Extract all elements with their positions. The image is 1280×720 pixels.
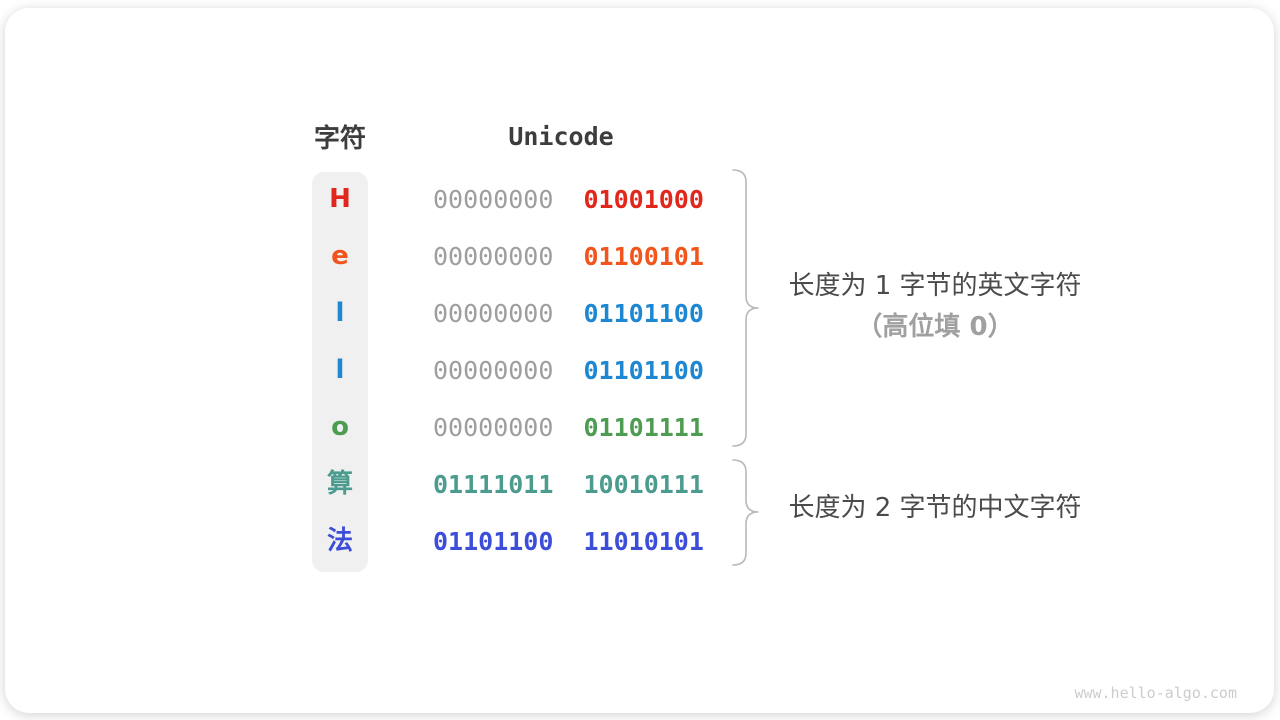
unicode-binary: 01101100 11010101 bbox=[433, 527, 704, 556]
table-row: H 00000000 01001000 bbox=[312, 171, 704, 228]
unicode-binary: 00000000 01101100 bbox=[433, 356, 704, 385]
unicode-binary: 00000000 01001000 bbox=[433, 185, 704, 214]
high-byte: 00000000 bbox=[433, 299, 554, 328]
encoding-table: H 00000000 01001000 e 00000000 01100101 … bbox=[312, 171, 704, 570]
character-cell: H bbox=[329, 184, 351, 214]
character-cell: l bbox=[335, 298, 345, 328]
high-byte: 00000000 bbox=[433, 242, 554, 271]
table-row: o 00000000 01101111 bbox=[312, 399, 704, 456]
low-byte: 01001000 bbox=[583, 185, 704, 214]
column-header-char: 字符 bbox=[313, 124, 366, 154]
diagram-card: 字符 Unicode H 00000000 01001000 e 0000000… bbox=[5, 8, 1274, 713]
high-byte: 00000000 bbox=[433, 356, 554, 385]
watermark: www.hello-algo.com bbox=[1074, 684, 1237, 702]
character-cell: 法 bbox=[326, 526, 353, 556]
character-cell: o bbox=[331, 412, 349, 442]
low-byte: 01100101 bbox=[583, 242, 704, 271]
annotation-text: 长度为 2 字节的中文字符 bbox=[788, 493, 1082, 523]
table-row: e 00000000 01100101 bbox=[312, 228, 704, 285]
unicode-binary: 00000000 01100101 bbox=[433, 242, 704, 271]
unicode-binary: 01111011 10010111 bbox=[433, 470, 704, 499]
table-row: 法 01101100 11010101 bbox=[312, 513, 704, 570]
character-column-background bbox=[312, 172, 368, 572]
annotation-english-chars: 长度为 1 字节的英文字符 （高位填 0） bbox=[755, 271, 1115, 343]
column-header-unicode: Unicode bbox=[508, 122, 614, 151]
character-cell: 算 bbox=[326, 469, 353, 499]
character-cell: e bbox=[331, 241, 349, 271]
high-byte: 00000000 bbox=[433, 413, 554, 442]
high-byte: 01111011 bbox=[433, 470, 554, 499]
character-cell: l bbox=[335, 355, 345, 385]
low-byte: 01101100 bbox=[583, 299, 704, 328]
table-row: l 00000000 01101100 bbox=[312, 342, 704, 399]
table-row: l 00000000 01101100 bbox=[312, 285, 704, 342]
high-byte: 00000000 bbox=[433, 185, 554, 214]
unicode-binary: 00000000 01101100 bbox=[433, 299, 704, 328]
low-byte: 11010101 bbox=[583, 527, 704, 556]
annotation-text: 长度为 1 字节的英文字符 bbox=[788, 271, 1082, 301]
low-byte: 01101100 bbox=[583, 356, 704, 385]
low-byte: 01101111 bbox=[583, 413, 704, 442]
unicode-binary: 00000000 01101111 bbox=[433, 413, 704, 442]
annotation-subtext: （高位填 0） bbox=[856, 312, 1014, 342]
high-byte: 01101100 bbox=[433, 527, 554, 556]
annotation-chinese-chars: 长度为 2 字节的中文字符 bbox=[755, 493, 1115, 524]
low-byte: 10010111 bbox=[583, 470, 704, 499]
table-row: 算 01111011 10010111 bbox=[312, 456, 704, 513]
brace-chinese-group bbox=[732, 459, 759, 566]
brace-english-group bbox=[732, 169, 759, 447]
